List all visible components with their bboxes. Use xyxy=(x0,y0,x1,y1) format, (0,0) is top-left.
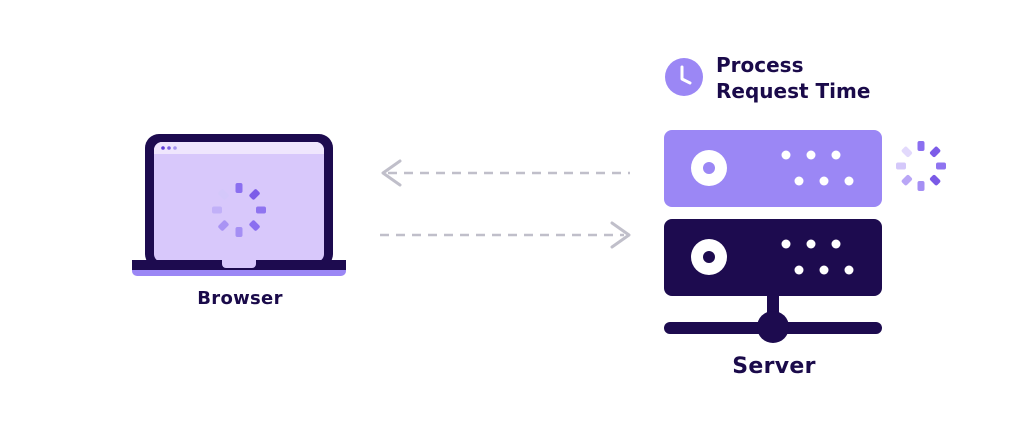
process-title: Process Request Time xyxy=(716,52,870,104)
server-icon xyxy=(664,130,882,343)
clock-icon xyxy=(664,57,704,97)
server-unit-top xyxy=(664,130,882,207)
arrow-right-icon xyxy=(380,221,631,249)
window-dot xyxy=(167,146,171,150)
window-dot xyxy=(173,146,177,150)
window-dot xyxy=(161,146,165,150)
loading-spinner-icon xyxy=(212,183,266,237)
process-title-line1: Process xyxy=(716,53,804,77)
server-unit-bottom xyxy=(664,219,882,296)
server xyxy=(660,128,890,343)
browser-label: Browser xyxy=(197,288,283,309)
loading-spinner-icon xyxy=(896,141,946,191)
laptop-icon xyxy=(132,134,346,276)
server-loading-spinner xyxy=(890,136,954,200)
process-title-line2: Request Time xyxy=(716,79,871,103)
request-arrow xyxy=(378,220,634,250)
browser-laptop xyxy=(128,130,350,280)
server-label: Server xyxy=(732,354,816,379)
arrow-left-icon xyxy=(381,159,630,187)
response-arrow xyxy=(378,158,634,188)
